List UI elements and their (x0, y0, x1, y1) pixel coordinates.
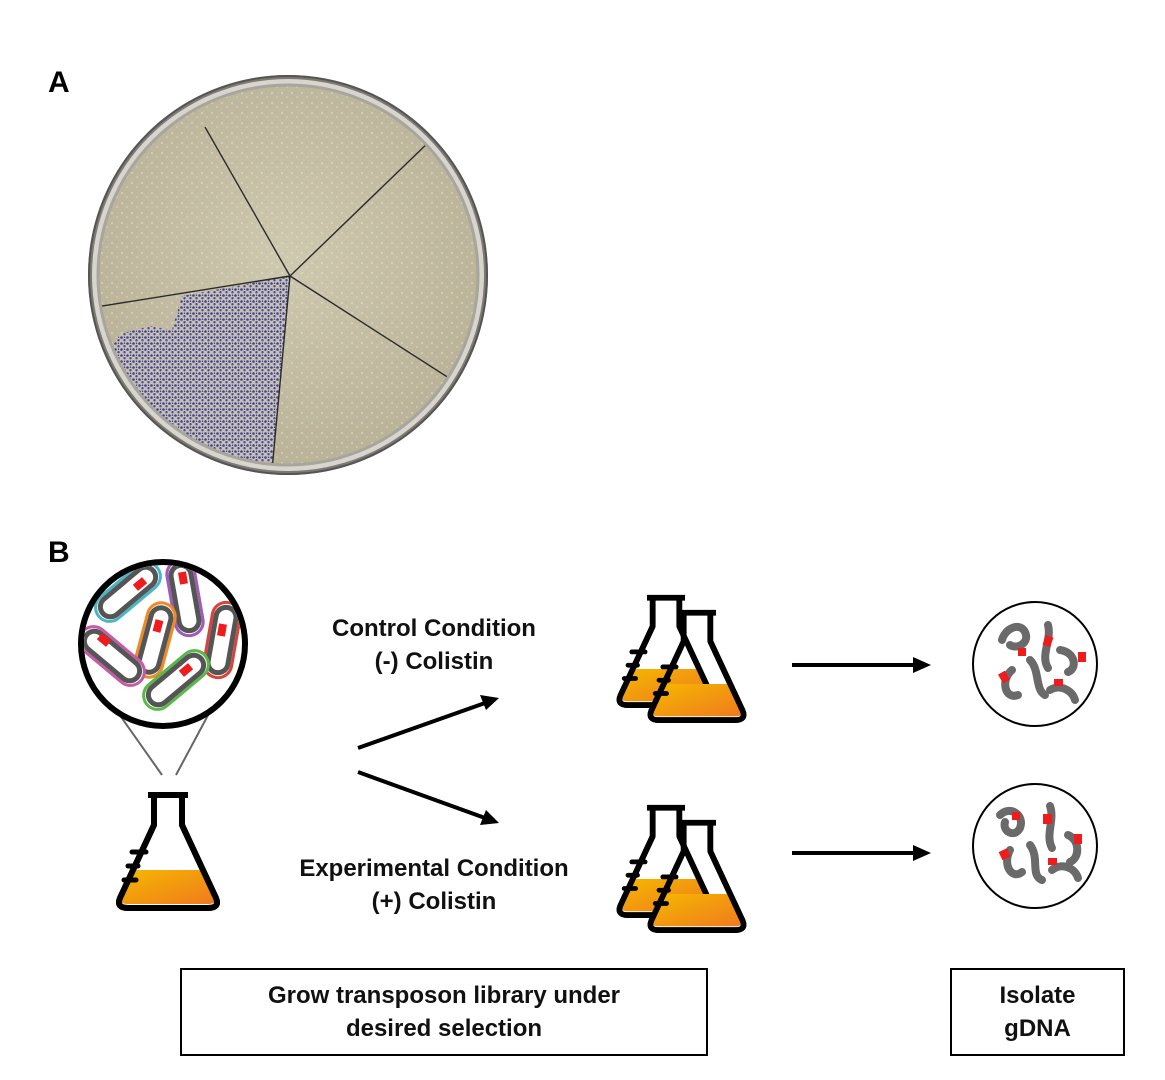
panel-a-label: A (48, 66, 70, 99)
isolate-gdna-line2: gDNA (1004, 1015, 1071, 1042)
flask-icon (119, 795, 217, 908)
grow-library-line2: desired selection (345, 1015, 543, 1042)
control-condition-label: Control Condition (-) Colistin (300, 612, 568, 678)
experimental-condition-subtitle: (+) Colistin (371, 888, 497, 915)
petri-dish-photo (88, 75, 488, 475)
bacteria-cell-icon (84, 625, 146, 687)
arrow-icon (357, 695, 499, 750)
gdna-circle-icon (972, 783, 1098, 909)
arrow-icon (357, 770, 499, 825)
bacteria-magnifier (78, 559, 248, 729)
double-flask-icon (619, 598, 743, 720)
isolate-gdna-line1: Isolate (999, 982, 1076, 1009)
gdna-circle-icon (972, 601, 1098, 727)
isolate-gdna-box: Isolate gDNA (950, 968, 1125, 1056)
grow-library-line1: Grow transposon library under (267, 982, 621, 1009)
arrow-icon (792, 845, 931, 861)
control-condition-title: Control Condition (332, 615, 536, 642)
double-flask-icon (619, 808, 743, 930)
panel-b-label: B (48, 536, 70, 569)
bacteria-cell-icon (133, 601, 177, 679)
experimental-condition-title: Experimental Condition (299, 855, 569, 882)
sector-lines (98, 126, 478, 465)
control-condition-subtitle: (-) Colistin (374, 648, 494, 675)
arrow-icon (792, 657, 931, 673)
bacteria-cell-icon (202, 600, 242, 680)
bacteria-cell-icon (94, 565, 162, 623)
bacteria-cell-icon (142, 649, 210, 711)
grow-library-box: Grow transposon library under desired se… (180, 968, 708, 1056)
experimental-condition-label: Experimental Condition (+) Colistin (266, 852, 602, 918)
